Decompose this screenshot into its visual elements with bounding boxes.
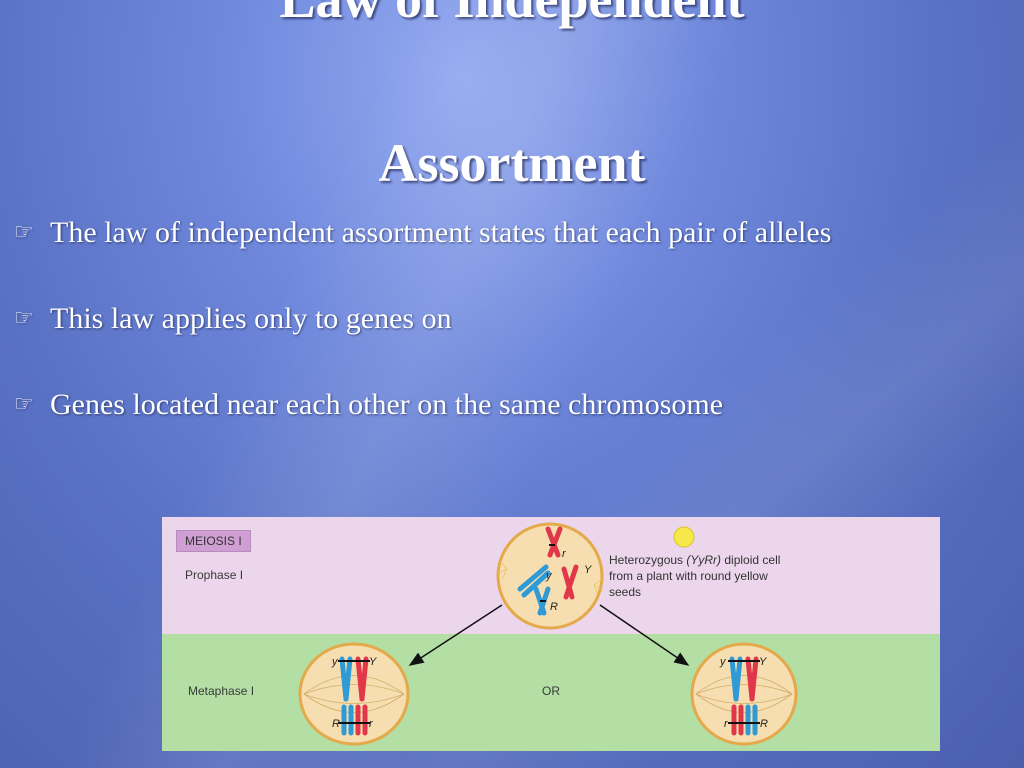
pointing-hand-icon: ☞ — [14, 392, 34, 417]
allele-label: R — [550, 601, 558, 613]
bullet-item: ☞ This law applies only to genes on — [14, 298, 1004, 340]
or-label: OR — [542, 684, 560, 698]
allele-label: Y — [584, 564, 592, 576]
allele-label: R — [760, 718, 768, 730]
metaphase-cell-right — [690, 642, 798, 746]
pointing-hand-icon: ☞ — [14, 306, 34, 331]
caption-prefix: Heterozygous — [609, 553, 687, 567]
slide-title-line2: Assortment — [378, 133, 646, 193]
meiosis-figure: r y Y R y Y R r y Y r R MEIOSIS I Propha… — [162, 517, 940, 751]
allele-label: Y — [369, 656, 377, 668]
allele-label: y — [719, 656, 727, 668]
prophase-label: Prophase I — [185, 568, 244, 582]
meiosis-diagram: r y Y R y Y R r y Y r R — [298, 522, 798, 746]
bullet-item: ☞ Genes located near each other on the s… — [14, 384, 1004, 426]
caption-genotype: (YyRr) — [686, 553, 722, 567]
metaphase-band — [162, 634, 940, 751]
allele-label: Y — [759, 656, 767, 668]
arrow-left — [408, 604, 503, 666]
bullet-text: Genes located near each other on the sam… — [50, 388, 724, 421]
meiosis-label: MEIOSIS I — [176, 530, 251, 552]
metaphase-cell-left — [298, 642, 410, 746]
bullet-text: The law of independent assortment states… — [50, 216, 832, 249]
caption-rest: diploid cell from a plant with round yel… — [609, 553, 781, 599]
bullet-item: ☞ The law of independent assortment stat… — [14, 212, 1004, 254]
allele-label: r — [562, 548, 567, 560]
allele-label: R — [332, 718, 340, 730]
bullet-list: ☞ The law of independent assortment stat… — [14, 212, 1004, 426]
allele-label: r — [369, 718, 374, 730]
cell-caption: Heterozygous (YyRr) diploid cell from a … — [609, 552, 789, 600]
metaphase-label: Metaphase I — [188, 684, 255, 698]
allele-label: y — [545, 570, 553, 582]
allele-label: r — [724, 718, 729, 730]
prophase-cell — [496, 522, 604, 630]
bullet-text: This law applies only to genes on — [50, 302, 452, 335]
allele-label: y — [331, 656, 339, 668]
slide-title-line1: Law of Independent — [0, 0, 1024, 30]
pointing-hand-icon: ☞ — [14, 220, 34, 245]
yellow-seed-icon — [673, 526, 695, 548]
arrow-right — [599, 604, 690, 666]
